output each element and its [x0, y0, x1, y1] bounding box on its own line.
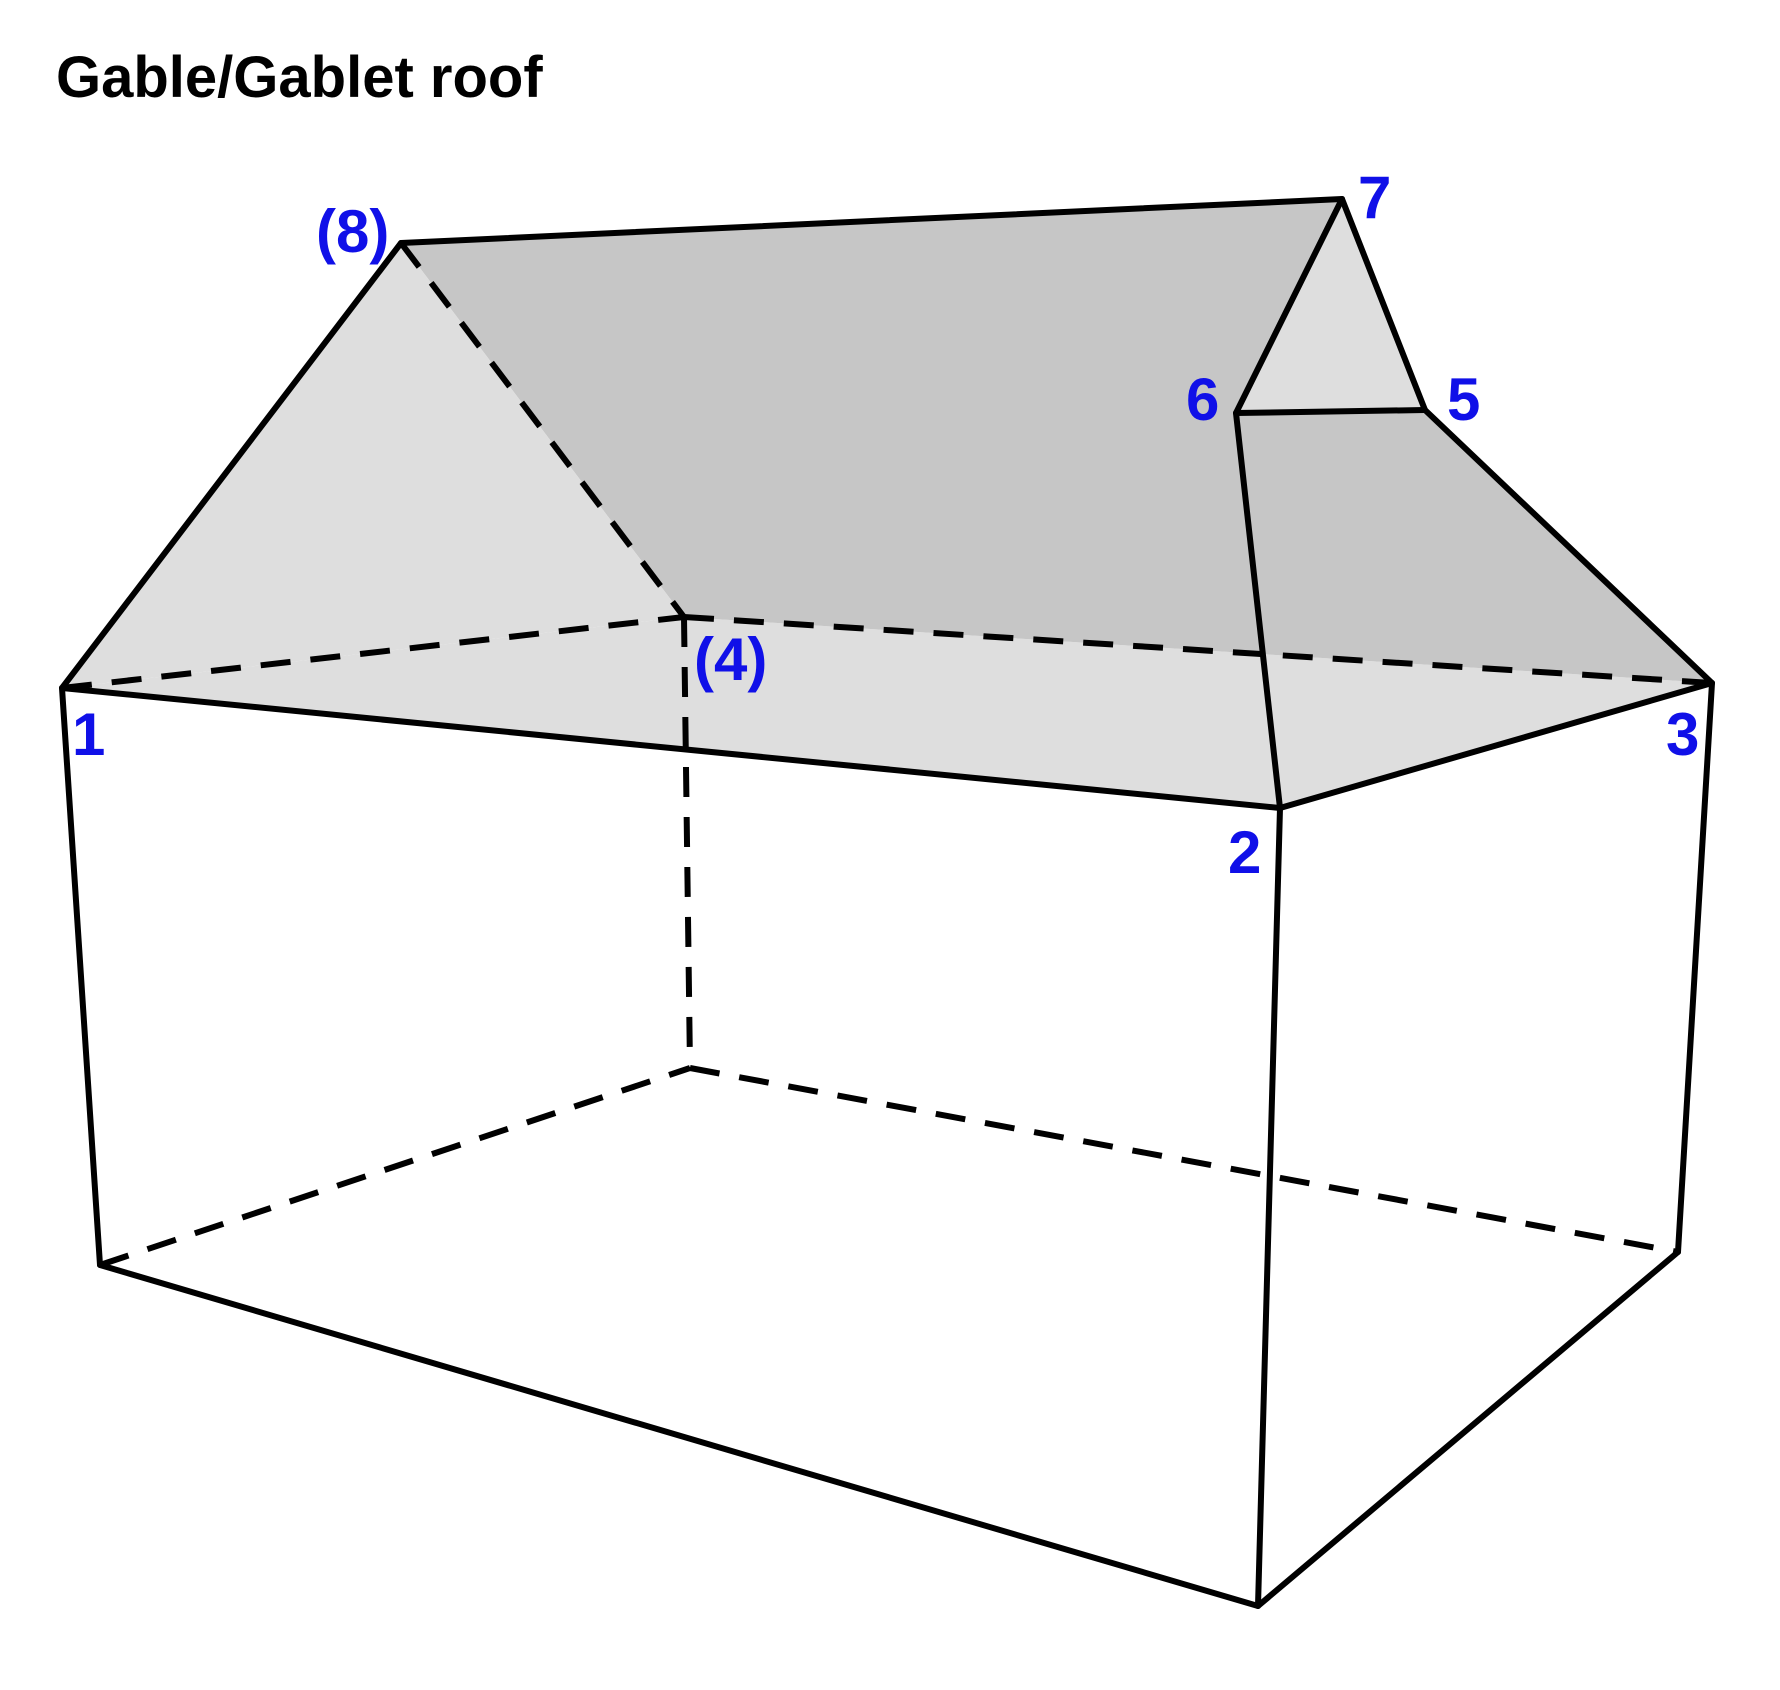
- wall-edge-right: [1675, 680, 1715, 1255]
- hidden-edges: [61, 241, 1713, 1268]
- vertex-label-5: 5: [1447, 366, 1480, 433]
- hidden-edge-4-down: [681, 616, 693, 1069]
- vertex-label-2: 2: [1228, 819, 1261, 886]
- vertex-label-8: (8): [316, 198, 389, 265]
- vertex-label-3: 3: [1666, 701, 1699, 768]
- edge-7-6: [1233, 196, 1345, 416]
- edge-1-2: [59, 685, 1283, 811]
- vertex-label-1: 1: [72, 701, 105, 768]
- roof-slope-back: [401, 199, 1712, 683]
- hidden-edge-1-4: [61, 614, 685, 691]
- edge-6-5: [1233, 407, 1428, 416]
- vertex-label-4: (4): [694, 626, 767, 693]
- hidden-edge-4-3: [683, 614, 1713, 686]
- base-edge-front: [97, 1262, 1261, 1609]
- edge-1-8: [59, 240, 404, 691]
- vertex-label-7: 7: [1358, 164, 1391, 231]
- vertex-labels: 1 2 3 (4) 5 6 7 (8): [72, 164, 1699, 886]
- gablet-triangle: [1236, 199, 1425, 413]
- hidden-edge-bottom-right: [689, 1065, 1679, 1255]
- edge-7-5: [1339, 196, 1428, 413]
- hidden-edge-8-4: [398, 241, 687, 619]
- edge-8-7: [398, 196, 1345, 246]
- visible-edges: [59, 196, 1715, 1609]
- edge-6-2: [1233, 410, 1283, 811]
- edge-2-3: [1277, 680, 1715, 811]
- roof-top-face: [62, 617, 1712, 808]
- diagram-title: Gable/Gablet roof: [56, 45, 543, 110]
- base-edge-right: [1255, 1249, 1681, 1609]
- wall-edge-front: [1255, 805, 1283, 1609]
- vertex-label-6: 6: [1186, 366, 1219, 433]
- roof-gable-left: [62, 243, 684, 688]
- wall-edge-left: [59, 685, 103, 1268]
- edge-5-3: [1422, 407, 1715, 686]
- hidden-edge-bottom-left: [99, 1065, 691, 1268]
